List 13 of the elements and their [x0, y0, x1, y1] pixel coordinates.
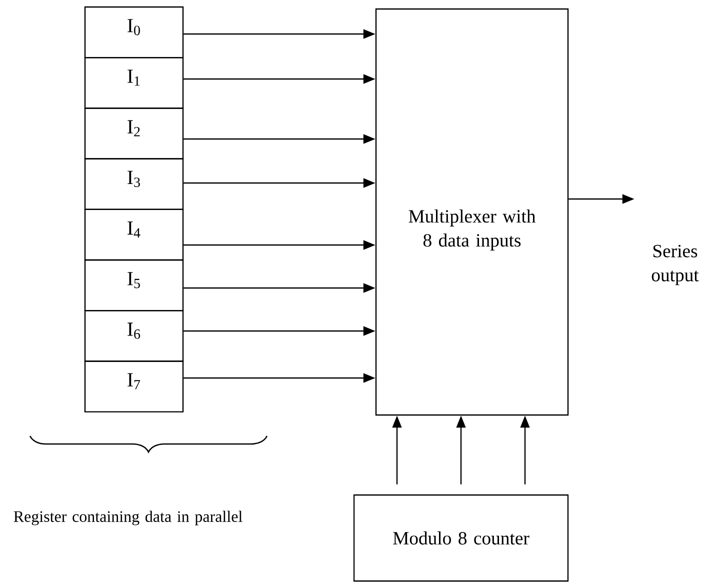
register-cell: I$_{5}$ [84, 259, 184, 312]
register-cell: I$_{0}$ [84, 6, 184, 58]
register-cell: I$_{6}$ [84, 310, 184, 362]
register-label: Register containing data in parallel [14, 510, 242, 526]
register-cell: I$_{3}$ [84, 158, 184, 210]
register-cell: I$_{4}$ [84, 208, 184, 261]
output-label: Series output [652, 244, 699, 286]
counter-box: Modulo 8 counter [353, 494, 569, 582]
multiplexer-box [375, 8, 569, 416]
register-cell: I$_{1}$ [84, 56, 184, 109]
register-cell: I$_{7}$ [84, 360, 184, 412]
register-cell: I$_{2}$ [84, 108, 184, 160]
multiplexer-label: Multiplexer with 8 data inputs [408, 210, 536, 250]
